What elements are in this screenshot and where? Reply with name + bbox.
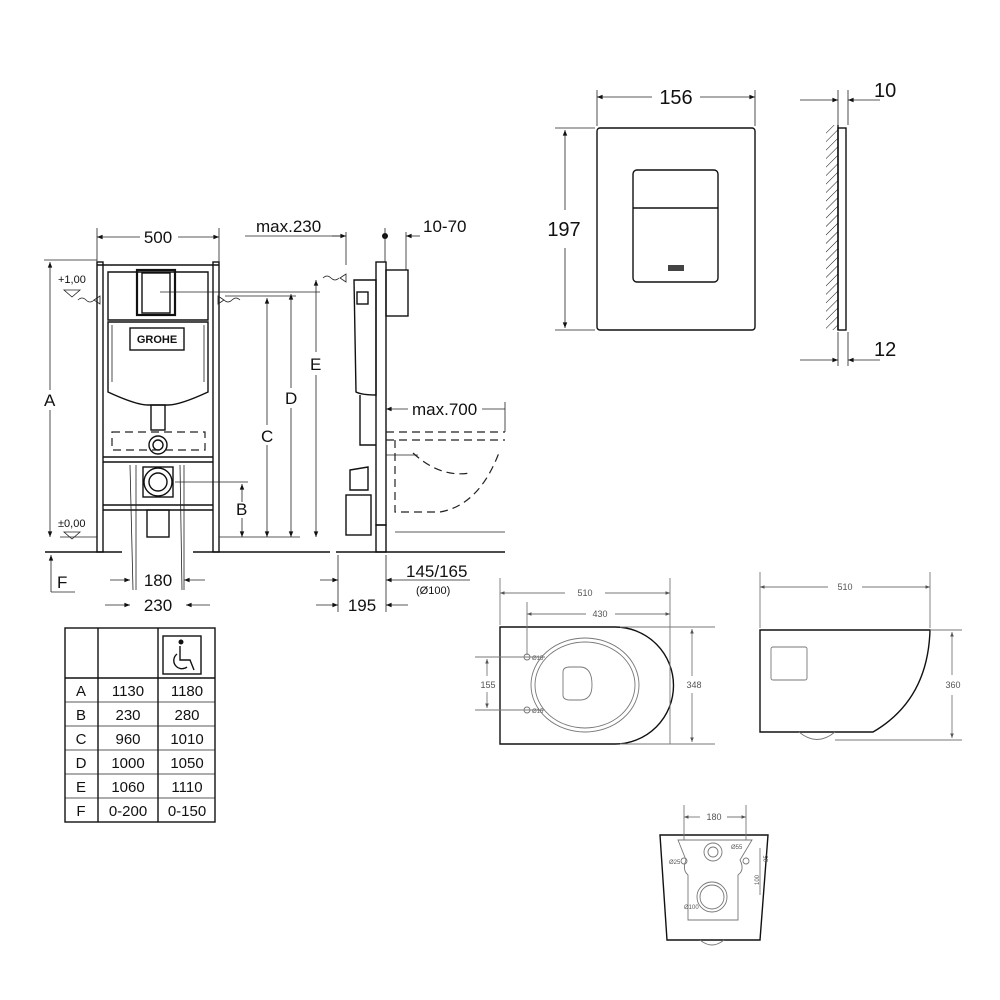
dimension-label: Ø15 <box>532 709 544 715</box>
dim-195: 195 <box>348 596 376 615</box>
dimension-label: 1130 <box>112 683 144 700</box>
dim-width-500: 500 <box>144 228 172 247</box>
dimension-label: 230 <box>115 707 140 724</box>
level-top: +1,00 <box>58 274 86 286</box>
dim-label-c: C <box>261 427 273 446</box>
level-zero: ±0,00 <box>58 518 85 530</box>
bowl-side-view: 510 360 <box>759 572 962 741</box>
dim-label-b: B <box>236 500 247 519</box>
dimension-label: 0-150 <box>168 803 206 820</box>
dimension-label: 1010 <box>170 731 203 748</box>
dim-230: 230 <box>144 596 172 615</box>
dim-diameter-100: (Ø100) <box>416 585 450 597</box>
grohe-logo-plate <box>129 327 185 351</box>
frame-front-view: GROHE 500 A +1,00 ±0,00 <box>44 228 330 615</box>
dimension-label: 960 <box>115 731 140 748</box>
dimension-label: 510 <box>577 588 592 598</box>
dim-180: 180 <box>144 571 172 590</box>
dimension-table: A 1130 1180 B 230 280 C 960 1010 D 1000 … <box>64 627 216 823</box>
dim-max-700: max.700 <box>412 400 477 419</box>
dimension-label: Ø55 <box>731 845 743 851</box>
dimension-label: 280 <box>174 707 199 724</box>
frame-side-view: max.230 10-70 E max.700 145/165 (Ø100) 1… <box>245 217 506 615</box>
dimension-label: 100 <box>755 874 761 885</box>
dimension-label: 510 <box>837 582 852 592</box>
dimension-label: 430 <box>592 609 607 619</box>
dimension-label: Ø100 <box>684 905 699 911</box>
dim-label-f: F <box>57 573 67 592</box>
brand-label: GROHE <box>137 334 177 346</box>
dimension-label: 0-200 <box>109 803 147 820</box>
dim-plate-depth-bottom: 12 <box>874 339 896 361</box>
dimension-label: 1060 <box>111 779 144 796</box>
dim-max-230: max.230 <box>256 217 321 236</box>
dimension-label: 155 <box>480 680 495 690</box>
dimension-label: A <box>76 683 86 700</box>
dimension-label: 1180 <box>171 683 203 700</box>
dim-label-a: A <box>44 391 56 410</box>
bowl-top-view: Ø15 Ø15 510 430 155 348 <box>475 578 715 745</box>
dimension-label: 180 <box>706 812 721 822</box>
dim-label-d: D <box>285 389 297 408</box>
dim-plate-width: 156 <box>659 87 692 109</box>
dimension-label: Ø15 <box>532 656 544 662</box>
dim-plate-height: 197 <box>547 219 580 241</box>
dimension-label: C <box>76 731 87 748</box>
bowl-back-view: 180 Ø55 Ø25 Ø100 35 100 <box>659 805 770 946</box>
dimension-label: F <box>76 803 85 820</box>
dimension-label: E <box>76 779 86 796</box>
dimension-label: D <box>76 755 87 772</box>
dim-10-70: 10-70 <box>423 217 466 236</box>
dim-plate-depth-top: 10 <box>874 80 896 102</box>
flush-plate-front: 156 197 <box>547 87 756 331</box>
dimension-label: 1050 <box>170 755 203 772</box>
dim-145-165: 145/165 <box>406 562 467 581</box>
dimension-label: 1110 <box>171 779 202 796</box>
dimension-label: B <box>76 707 86 724</box>
dimension-label: 35 <box>764 855 770 862</box>
dimension-label: 348 <box>686 680 701 690</box>
dimension-label: Ø25 <box>669 860 681 866</box>
dim-label-e: E <box>310 355 321 374</box>
wheelchair-icon <box>162 635 202 675</box>
dimension-label: 1000 <box>111 755 144 772</box>
flush-plate-side: 10 12 <box>800 80 896 366</box>
dimension-label: 360 <box>945 680 960 690</box>
